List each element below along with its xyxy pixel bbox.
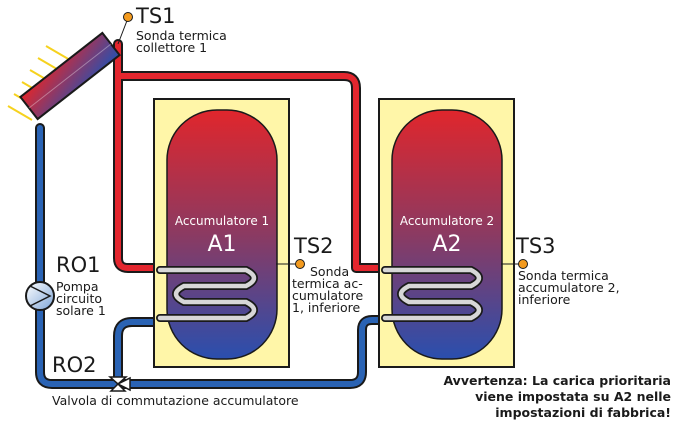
tank-a2-vessel <box>391 109 503 360</box>
pump-ro1-desc-1: Pompa <box>56 279 99 294</box>
tank-a1-name: Accumulatore 1 <box>174 214 270 228</box>
valve-ro2-code: RO2 <box>52 353 97 377</box>
pump-ro1-icon <box>25 281 55 311</box>
tank-a1-vessel <box>166 109 278 360</box>
pump-ro1-desc-2: circuito <box>56 291 103 306</box>
warning-line-1: Avvertenza: La carica prioritaria <box>443 373 671 388</box>
tank-a2-code: A2 <box>432 232 462 257</box>
tank-a2-name: Accumulatore 2 <box>399 214 495 228</box>
sensor-ts3-dot <box>518 259 528 269</box>
solar-collector <box>19 31 121 121</box>
sensor-ts2-desc-1: Sonda <box>310 264 350 279</box>
warning-line-3: impostazioni di fabbrica! <box>495 405 671 420</box>
sensor-ts2-dot <box>295 259 305 269</box>
pump-ro1-code: RO1 <box>56 253 101 277</box>
sensor-ts3-desc-3: inferiore <box>518 292 571 307</box>
sensor-ts2-desc-4: 1, inferiore <box>292 300 361 315</box>
sensor-ts2-code: TS2 <box>294 234 334 258</box>
valve-ro2-icon <box>108 376 131 392</box>
pump-ro1-desc-3: solare 1 <box>56 303 106 318</box>
tank-a1-label: Accumulatore 1 A1 <box>167 214 277 257</box>
sensor-ts1-desc-2: collettore 1 <box>136 40 208 55</box>
tank-a1-code: A1 <box>207 232 237 257</box>
sensor-ts2-desc-2: termica ac- <box>292 276 363 291</box>
warning-line-2: viene impostata su A2 nelle <box>475 389 671 404</box>
sensor-ts3-desc-2: accumulatore 2, <box>518 280 620 295</box>
tank-a2-coil <box>381 266 483 322</box>
sensor-ts1-dot <box>123 12 133 22</box>
sensor-ts2-desc-3: cumulatore <box>292 288 364 303</box>
valve-ro2-desc: Valvola di commutazione accumulatore <box>52 393 299 408</box>
tank-a2-label: Accumulatore 2 A2 <box>392 214 502 257</box>
sensor-ts1-desc-1: Sonda termica <box>136 28 227 43</box>
sensor-ts1-code: TS1 <box>136 4 176 28</box>
factory-priority-warning: Avvertenza: La carica prioritaria viene … <box>443 373 671 421</box>
sensor-ts3-desc-1: Sonda termica <box>518 268 609 283</box>
sensor-ts3-code: TS3 <box>516 234 556 258</box>
tank-a1-coil <box>156 266 258 322</box>
